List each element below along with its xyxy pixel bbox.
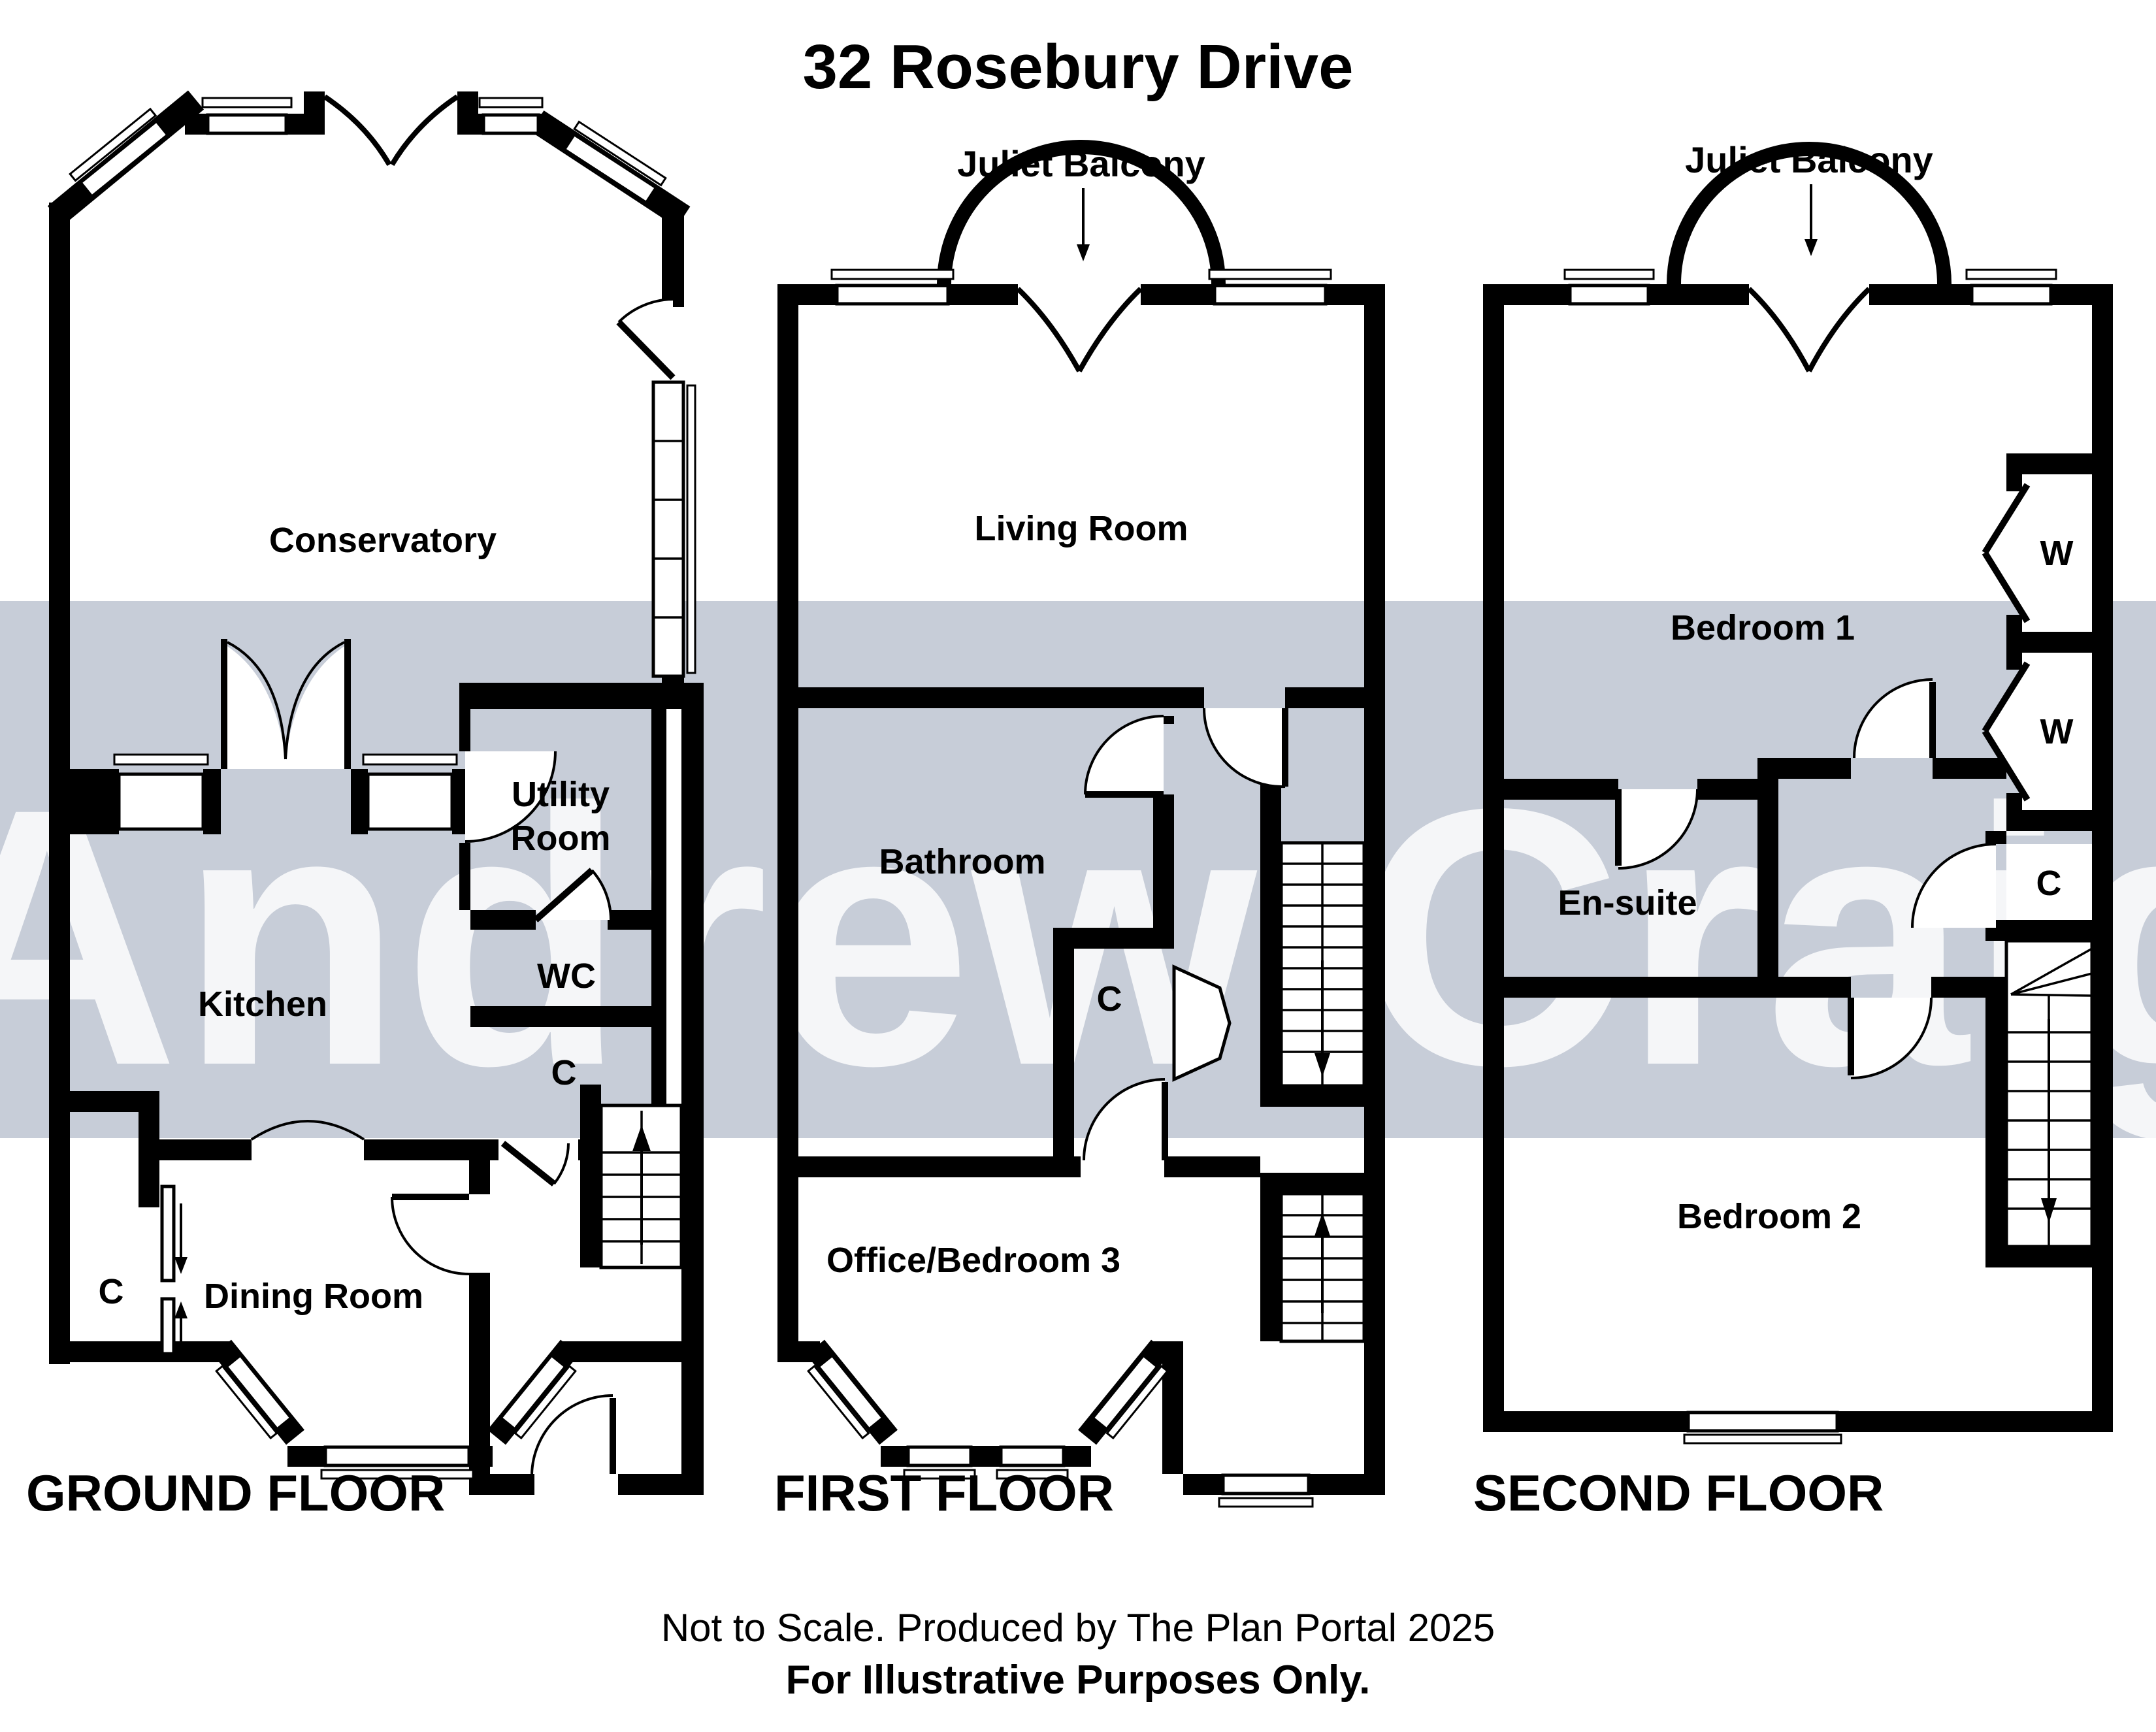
second-floor-plan: Juliet Balcony W W (1473, 139, 2113, 1522)
office-door (1083, 1078, 1168, 1161)
room-label-ensuite: En-suite (1558, 883, 1697, 923)
wc-door (533, 868, 612, 923)
conservatory-tall-window (651, 380, 696, 678)
living-room-door (1203, 708, 1288, 789)
room-label-office: Office/Bedroom 3 (826, 1241, 1120, 1280)
conservatory-bay-windows (69, 97, 667, 206)
kitchen-dining-arch (250, 1120, 365, 1160)
utility-door (465, 751, 557, 843)
kitchen-french-doors (221, 639, 351, 769)
floor-label-ground: GROUND FLOOR (26, 1464, 445, 1522)
second-juliet-balcony: Juliet Balcony (1563, 139, 2057, 372)
room-label-bedroom2: Bedroom 2 (1677, 1197, 1861, 1236)
dining-door (391, 1194, 470, 1275)
conservatory-side-door (616, 298, 676, 380)
room-label-bathroom: Bathroom (879, 842, 1046, 881)
ground-stairs (599, 1103, 683, 1269)
bedroom2-door (1848, 997, 1933, 1079)
room-label-cupboard-hall: C (551, 1053, 577, 1092)
room-label-wardrobe2: W (2040, 712, 2074, 751)
room-label-wardrobe1: W (2040, 534, 2074, 573)
first-floor-plan: Juliet Balcony (774, 140, 1385, 1522)
room-label-cupboard-first: C (1097, 979, 1122, 1019)
ground-floor-plan: Conservatory Kitchen Utility Room WC C C… (26, 90, 704, 1522)
balcony-label-first: Juliet Balcony (957, 143, 1205, 184)
kitchen-divider-windows (113, 753, 458, 831)
dining-bay (213, 1339, 579, 1480)
room-label-cupboard-dining: C (99, 1272, 124, 1311)
second-stairs (2004, 939, 2094, 1249)
ensuite-door (1615, 789, 1699, 870)
room-label-conservatory: Conservatory (269, 521, 497, 560)
conservatory-entry-doors (323, 94, 459, 167)
second-cupboard: C (1911, 843, 2092, 928)
bedroom1-door (1853, 678, 1936, 759)
footer-line1: Not to Scale. Produced by The Plan Porta… (661, 1606, 1495, 1650)
room-label-utility-line1: Utility (512, 775, 610, 814)
room-label-dining: Dining Room (204, 1277, 423, 1316)
page-title: 32 Rosebury Drive (802, 32, 1353, 102)
dining-cupboard-sliders (160, 1185, 188, 1356)
room-label-living: Living Room (975, 509, 1188, 548)
office-bay (806, 1339, 1169, 1480)
footer-line2: For Illustrative Purposes Only. (786, 1658, 1371, 1703)
hall-cupboard-door (500, 1141, 570, 1186)
floor-label-second: SECOND FLOOR (1473, 1464, 1884, 1522)
bathroom-door (1084, 715, 1164, 798)
wardrobe-2: W (1982, 653, 2092, 810)
first-cupboard-door (1172, 964, 1232, 1082)
room-label-kitchen: Kitchen (198, 985, 327, 1024)
second-floor-walls (1483, 284, 2113, 1432)
room-label-bedroom1: Bedroom 1 (1671, 608, 1855, 647)
floor-label-first: FIRST FLOOR (774, 1464, 1114, 1522)
room-label-wc: WC (537, 956, 596, 996)
room-label-utility-line2: Room (511, 819, 611, 858)
first-stairs-up (1279, 1192, 1366, 1343)
balcony-label-second: Juliet Balcony (1685, 139, 1933, 180)
first-rear-window (1218, 1473, 1314, 1508)
wardrobe-1: W (1982, 474, 2092, 632)
first-juliet-balcony: Juliet Balcony (830, 140, 1332, 372)
first-stairs-down (1279, 841, 1366, 1088)
bedroom2-window (1683, 1411, 1842, 1445)
room-label-cupboard-second: C (2036, 864, 2062, 903)
front-door (531, 1394, 616, 1475)
